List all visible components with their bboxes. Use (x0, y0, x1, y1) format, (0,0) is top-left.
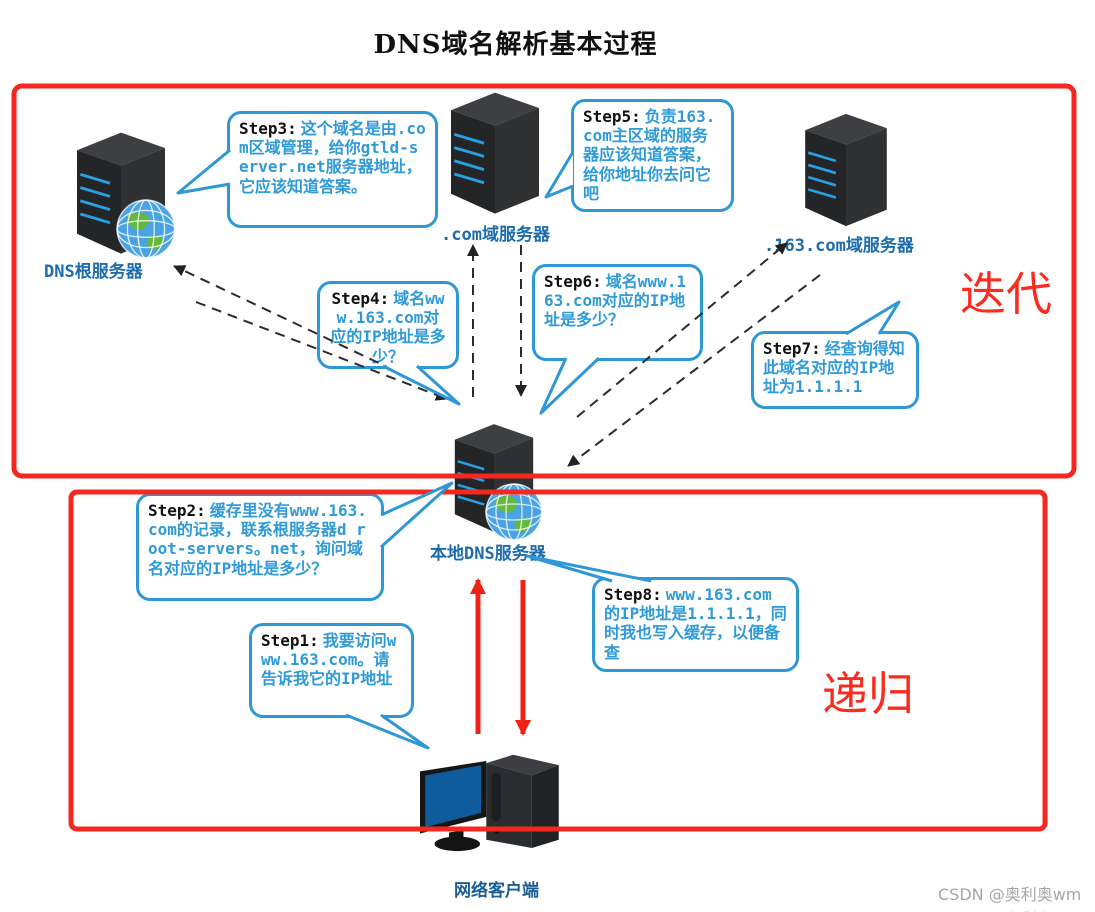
step2-tail (379, 481, 454, 549)
step6-bubble: Step6:域名www.163.com对应的IP地址是多少？ (532, 264, 703, 361)
step7-tail (845, 300, 901, 336)
step7-label: Step7: (763, 339, 821, 358)
node-label-com: .com域服务器 (441, 225, 550, 245)
watermark-partial: CSDN @奥利奥wm (938, 905, 1081, 912)
red-arrows-client-local (470, 578, 531, 736)
step1-bubble: Step1:我要访问www.163.com。请告诉我它的IP地址 (249, 623, 414, 718)
watermark: CSDN @奥利奥wm (938, 885, 1082, 904)
recursion-label: 递归 (822, 667, 914, 721)
step4-bubble: Step4:域名www.163.com对应的IP地址是多少？ (317, 281, 459, 369)
node-label-163com: .163.com域服务器 (764, 236, 914, 256)
step3-bubble: Step3:这个域名是由.com区域管理，给你gtld-server.net服务… (227, 111, 438, 228)
page-title: DNS域名解析基本过程 (373, 30, 658, 60)
step3-label: Step3: (239, 119, 297, 138)
step5-label: Step5: (583, 107, 641, 126)
step5-tail (544, 151, 575, 199)
step1-tail (345, 713, 430, 750)
step4-label: Step4: (331, 289, 390, 308)
step5-bubble: Step5:负责163.com主区域的服务器应该知道答案，给你地址你去问它吧 (571, 99, 734, 212)
dashed-arrows-com-local (467, 244, 527, 397)
step3-tail (176, 148, 231, 195)
node-label-root: DNS根服务器 (44, 262, 143, 282)
globe-icon (485, 483, 543, 541)
node-label-client: 网络客户端 (454, 881, 539, 901)
step6-tail (539, 356, 601, 415)
step2-bubble: Step2:缓存里没有www.163.com的记录，联系根服务器d root-s… (136, 493, 384, 601)
step6-label: Step6: (544, 272, 602, 291)
server-icon-163com (805, 113, 887, 227)
server-icon-com (451, 92, 539, 214)
step8-bubble: Step8:www.163.com的IP地址是1.1.1.1，同时我也写入缓存，… (592, 577, 799, 672)
step8-label: Step8: (604, 585, 662, 604)
step7-bubble: Step7:经查询得知此域名对应的IP地址为1.1.1.1 (751, 331, 919, 409)
node-label-local-dns: 本地DNS服务器 (430, 544, 546, 564)
step4-tail (382, 364, 461, 406)
step2-label: Step2: (148, 501, 206, 520)
globe-icon (116, 199, 176, 259)
iteration-label: 迭代 (960, 267, 1052, 321)
client-computer-icon (420, 754, 559, 852)
step1-label: Step1: (261, 631, 319, 650)
